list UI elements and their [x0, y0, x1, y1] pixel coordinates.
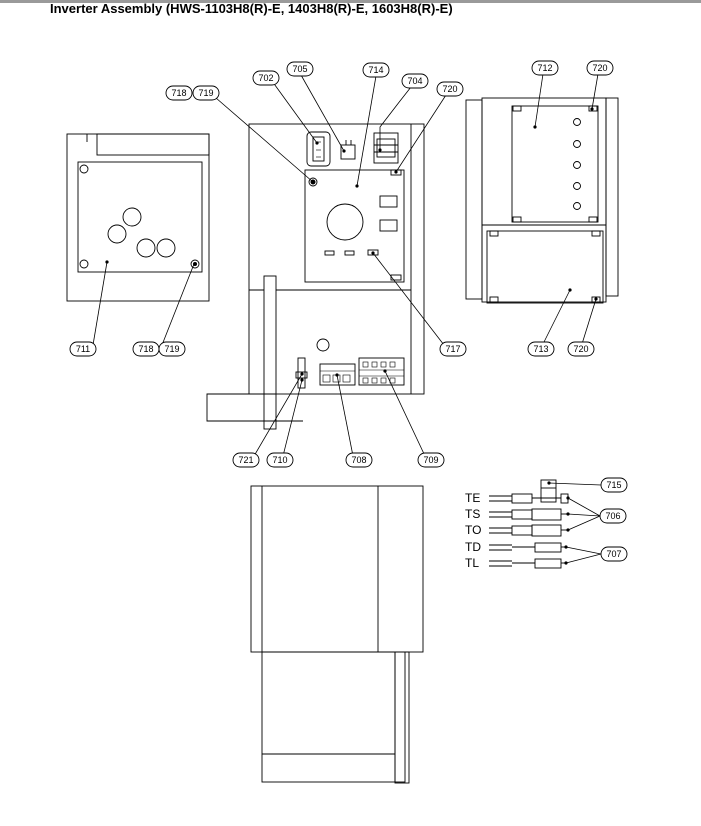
svg-text:721: 721	[238, 455, 253, 465]
callout-718-lower: 718	[132, 341, 160, 357]
svg-text:711: 711	[76, 344, 90, 354]
svg-text:707: 707	[606, 549, 621, 559]
callout-705: 705	[286, 61, 314, 77]
callout-719-lower: 719	[158, 341, 186, 357]
sensor-label-td: TD	[465, 540, 481, 554]
svg-text:720: 720	[442, 84, 457, 94]
sensor-label-ts: TS	[465, 507, 480, 521]
callout-709: 709	[417, 452, 445, 468]
callout-712: 712	[531, 60, 559, 76]
svg-text:718: 718	[171, 88, 186, 98]
svg-text:719: 719	[164, 344, 179, 354]
svg-text:709: 709	[423, 455, 438, 465]
callout-710: 710	[266, 452, 294, 468]
right-side-panel	[465, 97, 619, 304]
left-cover-panel	[66, 133, 210, 302]
leader-lines	[92, 73, 602, 564]
svg-text:717: 717	[445, 344, 460, 354]
callout-717: 717	[439, 341, 467, 357]
svg-text:705: 705	[292, 64, 307, 74]
svg-text:718: 718	[138, 344, 153, 354]
svg-text:706: 706	[605, 511, 620, 521]
sensor-label-te: TE	[465, 491, 480, 505]
svg-text:720: 720	[592, 63, 607, 73]
svg-text:715: 715	[606, 480, 621, 490]
callout-720-top-right: 720	[586, 60, 614, 76]
svg-text:710: 710	[272, 455, 287, 465]
svg-text:712: 712	[537, 63, 552, 73]
svg-text:708: 708	[351, 455, 366, 465]
svg-text:714: 714	[368, 65, 383, 75]
callout-714: 714	[362, 62, 390, 78]
bottom-box-view	[250, 485, 424, 784]
callout-713: 713	[527, 341, 555, 357]
callout-719-upper: 719	[192, 85, 220, 101]
sensor-group: TE TS TO TD TL	[465, 479, 569, 570]
page-title: Inverter Assembly (HWS-1103H8(R)-E, 1403…	[50, 1, 453, 16]
callout-708: 708	[345, 452, 373, 468]
svg-text:719: 719	[198, 88, 213, 98]
svg-text:702: 702	[258, 73, 273, 83]
top-rule	[0, 0, 701, 3]
callout-702: 702	[252, 70, 280, 86]
callout-721: 721	[232, 452, 260, 468]
sensor-label-to: TO	[465, 523, 481, 537]
sensor-label-tl: TL	[465, 556, 479, 570]
callout-720-main: 720	[436, 81, 464, 97]
svg-text:713: 713	[533, 344, 548, 354]
callout-715: 715	[600, 477, 628, 493]
svg-text:720: 720	[573, 344, 588, 354]
svg-text:704: 704	[407, 76, 422, 86]
callout-704: 704	[401, 73, 429, 89]
callout-706: 706	[599, 508, 627, 524]
leader-endpoints	[300, 107, 598, 565]
callout-720-bottom-right: 720	[567, 341, 595, 357]
callout-718-upper: 718	[165, 85, 193, 101]
callout-711: 711	[69, 341, 97, 357]
callout-707: 707	[600, 546, 628, 562]
